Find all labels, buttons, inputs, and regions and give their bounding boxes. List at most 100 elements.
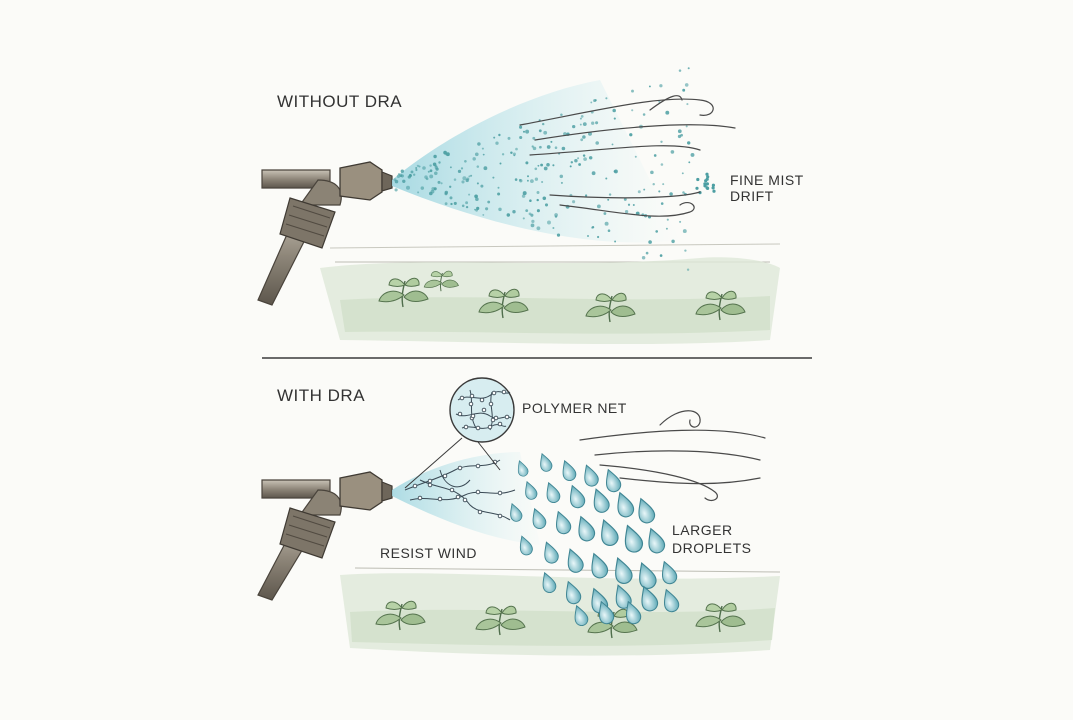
mist-droplet bbox=[570, 161, 574, 164]
droplet-icon bbox=[595, 516, 621, 549]
polymer-net-magnifier bbox=[404, 377, 515, 489]
mist-droplet bbox=[682, 229, 687, 234]
mist-droplet bbox=[475, 208, 478, 212]
mist-droplet bbox=[578, 163, 582, 166]
mist-droplet bbox=[522, 217, 525, 220]
mist-droplet bbox=[530, 223, 535, 228]
fine-mist-label-line2: DRIFT bbox=[730, 188, 774, 204]
mist-droplet bbox=[433, 187, 437, 191]
mist-droplet bbox=[660, 202, 664, 205]
polymer-bead bbox=[469, 393, 475, 399]
mist-droplet bbox=[659, 84, 663, 88]
mist-droplet bbox=[684, 249, 687, 252]
mist-droplet bbox=[552, 227, 555, 229]
mist-droplet bbox=[480, 184, 484, 188]
mist-droplet bbox=[539, 145, 542, 149]
mist-droplet bbox=[468, 175, 471, 178]
mist-droplet bbox=[556, 233, 561, 237]
mist-droplet bbox=[497, 186, 500, 189]
mist-droplet bbox=[522, 130, 526, 133]
mist-droplet bbox=[453, 178, 457, 181]
mist-droplet bbox=[659, 254, 663, 257]
mist-droplet bbox=[543, 130, 548, 135]
mist-droplet bbox=[684, 83, 689, 87]
mist-droplet bbox=[438, 161, 441, 164]
mist-droplet bbox=[685, 125, 688, 128]
polymer-bead bbox=[479, 397, 485, 403]
polymer-bead bbox=[462, 497, 468, 503]
polymer-bead bbox=[487, 424, 493, 430]
mist-droplet bbox=[604, 221, 609, 226]
mist-droplet bbox=[413, 173, 416, 176]
polymer-bead bbox=[491, 390, 497, 396]
mist-droplet bbox=[427, 170, 430, 173]
mist-droplet bbox=[429, 191, 433, 196]
mist-droplet bbox=[465, 178, 469, 183]
mist-droplet bbox=[507, 136, 511, 140]
mist-droplet bbox=[583, 157, 587, 161]
mist-droplet bbox=[690, 152, 695, 157]
mist-droplet bbox=[482, 213, 485, 216]
mist-droplet bbox=[475, 197, 479, 201]
polymer-bead bbox=[468, 401, 474, 407]
mist-droplet bbox=[521, 194, 526, 198]
mist-droplet bbox=[666, 218, 669, 221]
mist-droplet bbox=[590, 101, 593, 104]
mist-droplet bbox=[631, 89, 634, 93]
mist-droplet bbox=[534, 167, 538, 171]
mist-droplet bbox=[588, 131, 592, 136]
mist-droplet bbox=[497, 192, 501, 196]
mist-droplet bbox=[634, 155, 637, 158]
polymer-bead bbox=[475, 463, 481, 469]
polymer-net-label: POLYMER NET bbox=[522, 400, 627, 416]
mist-droplet bbox=[607, 198, 610, 201]
mist-droplet bbox=[461, 204, 465, 208]
larger-droplets-label-line2: DROPLETS bbox=[672, 540, 752, 556]
polymer-bead bbox=[455, 494, 461, 500]
drift-cluster-dot bbox=[696, 177, 700, 182]
mist-droplet bbox=[595, 141, 599, 145]
mist-droplet bbox=[457, 169, 462, 174]
mist-droplet bbox=[512, 210, 516, 214]
polymer-bead bbox=[497, 513, 503, 519]
mist-droplet bbox=[554, 146, 558, 149]
droplet-icon bbox=[618, 522, 646, 556]
mist-droplet bbox=[611, 143, 614, 146]
polymer-bead bbox=[449, 487, 455, 493]
mist-droplet bbox=[506, 213, 511, 217]
mist-droplet bbox=[652, 182, 655, 186]
mist-droplet bbox=[434, 165, 438, 170]
mist-droplet bbox=[400, 169, 404, 173]
mist-droplet bbox=[678, 69, 682, 72]
mist-droplet bbox=[472, 157, 476, 161]
mist-droplet bbox=[614, 240, 617, 243]
polymer-bead bbox=[412, 483, 418, 489]
wind-icon bbox=[519, 95, 736, 217]
drift-cluster-dot bbox=[706, 186, 710, 190]
droplet-icon bbox=[542, 480, 563, 505]
mist-droplet bbox=[560, 181, 563, 184]
mist-droplet bbox=[588, 156, 593, 160]
mist-droplet bbox=[631, 109, 634, 112]
drift-cluster-dot bbox=[705, 172, 709, 176]
mist-droplet bbox=[518, 178, 522, 182]
mist-droplet bbox=[607, 229, 611, 232]
mist-droplet bbox=[547, 220, 551, 225]
droplet-icon bbox=[536, 451, 554, 474]
wind-icon-bottom bbox=[579, 410, 766, 502]
mist-droplet bbox=[597, 235, 600, 239]
mist-droplet bbox=[461, 180, 465, 184]
mist-droplet bbox=[420, 186, 425, 190]
mist-droplet bbox=[406, 185, 410, 190]
mist-droplet bbox=[658, 190, 661, 193]
drift-cluster-dot bbox=[706, 175, 710, 179]
mist-droplet bbox=[688, 161, 691, 164]
mist-droplet bbox=[591, 121, 595, 125]
mist-droplet bbox=[416, 164, 419, 167]
mist-droplet bbox=[537, 164, 540, 167]
mist-droplet bbox=[679, 220, 682, 223]
mist-droplet bbox=[580, 115, 584, 118]
mist-droplet bbox=[495, 141, 499, 145]
polymer-bead bbox=[427, 478, 433, 484]
